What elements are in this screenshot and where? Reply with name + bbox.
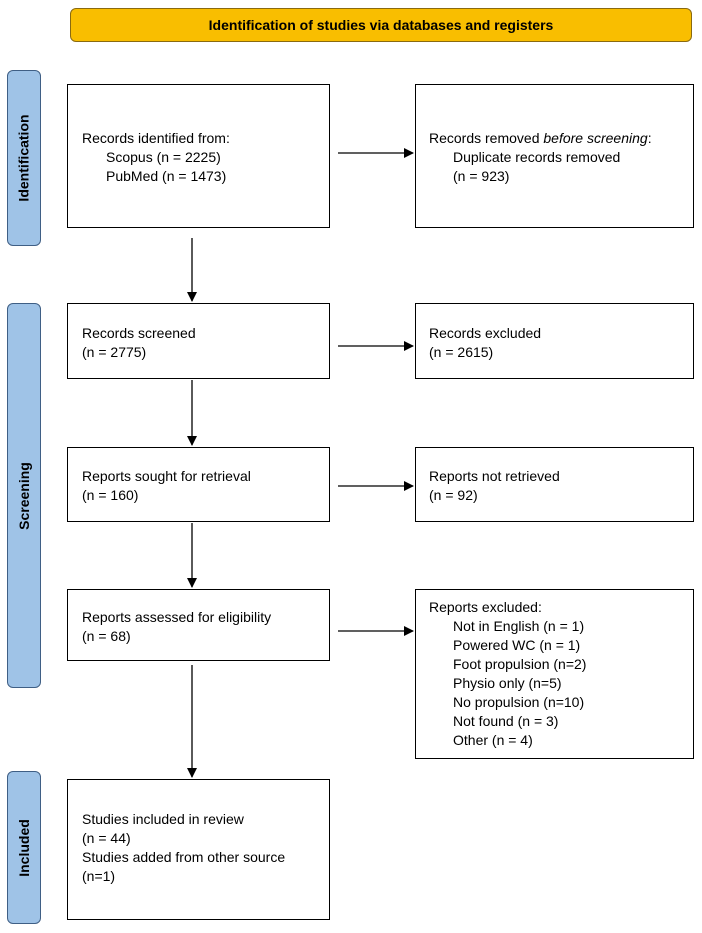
reports-sought-label: Reports sought for retrieval: [82, 468, 251, 484]
reports-excluded-powered-wc: Powered WC (n = 1): [453, 637, 581, 653]
records-identified-pubmed: PubMed (n = 1473): [106, 168, 227, 184]
reports-not-retrieved-box: Reports not retrieved (n = 92): [415, 447, 694, 522]
reports-assessed-count: (n = 68): [82, 628, 131, 644]
records-identified-box: Records identified from: Scopus (n = 222…: [67, 84, 330, 228]
reports-sought-count: (n = 160): [82, 487, 139, 503]
records-excluded-label: Records excluded: [429, 325, 542, 341]
reports-excluded-heading: Reports excluded:: [429, 599, 542, 615]
reports-excluded-no-propulsion: No propulsion (n=10): [453, 694, 585, 710]
studies-included-label: Studies included in review: [82, 811, 244, 827]
reports-assessed-label: Reports assessed for eligibility: [82, 609, 272, 625]
reports-assessed-box: Reports assessed for eligibility (n = 68…: [67, 589, 330, 661]
records-removed-heading-prefix: Records removed: [429, 130, 544, 146]
phase-included: Included: [7, 771, 41, 924]
phase-included-label: Included: [16, 818, 32, 877]
diagram-banner: Identification of studies via databases …: [70, 8, 692, 42]
records-screened-box: Records screened (n = 2775): [67, 303, 330, 379]
phase-identification: Identification: [7, 70, 41, 246]
records-removed-heading-emphasis: before screening: [543, 130, 648, 146]
reports-excluded-not-english: Not in English (n = 1): [453, 618, 585, 634]
studies-included-box: Studies included in review (n = 44) Stud…: [67, 779, 330, 920]
records-removed-count: (n = 923): [453, 168, 510, 184]
records-identified-scopus: Scopus (n = 2225): [106, 149, 221, 165]
reports-excluded-not-found: Not found (n = 3): [453, 713, 559, 729]
records-removed-heading: Records removed before screening:: [429, 129, 693, 148]
reports-not-retrieved-label: Reports not retrieved: [429, 468, 560, 484]
reports-excluded-box: Reports excluded: Not in English (n = 1)…: [415, 589, 694, 759]
reports-excluded-physio-only: Physio only (n=5): [453, 675, 562, 691]
reports-excluded-other: Other (n = 4): [453, 732, 533, 748]
records-screened-count: (n = 2775): [82, 344, 147, 360]
records-removed-heading-suffix: :: [647, 130, 652, 146]
banner-title: Identification of studies via databases …: [208, 17, 554, 33]
phase-screening: Screening: [7, 303, 41, 688]
phase-identification-label: Identification: [16, 114, 32, 202]
records-removed-duplicates: Duplicate records removed: [453, 149, 621, 165]
records-removed-box: Records removed before screening: Duplic…: [415, 84, 694, 228]
reports-excluded-foot-propulsion: Foot propulsion (n=2): [453, 656, 587, 672]
reports-sought-box: Reports sought for retrieval (n = 160): [67, 447, 330, 522]
records-excluded-count: (n = 2615): [429, 344, 494, 360]
studies-included-count: (n = 44): [82, 830, 131, 846]
studies-added-count: (n=1): [82, 868, 116, 884]
reports-not-retrieved-count: (n = 92): [429, 487, 478, 503]
records-identified-heading: Records identified from:: [82, 130, 230, 146]
phase-screening-label: Screening: [16, 461, 33, 530]
records-screened-label: Records screened: [82, 325, 196, 341]
records-excluded-box: Records excluded (n = 2615): [415, 303, 694, 379]
studies-added-label: Studies added from other source: [82, 849, 286, 865]
